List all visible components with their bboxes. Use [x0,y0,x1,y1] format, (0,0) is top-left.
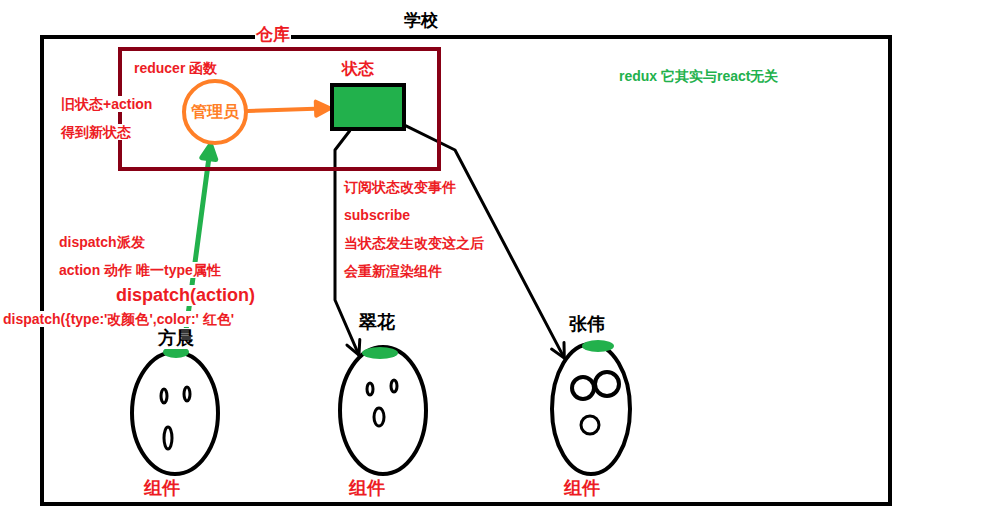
component-face: 翠花组件 [338,345,428,476]
component-label: 组件 [563,478,601,499]
hair-mark [582,340,614,352]
component-label: 组件 [143,478,181,499]
head-outline [552,344,630,474]
annotation: dispatch派发 [58,234,146,250]
mouth [164,427,172,449]
eye [367,383,373,395]
reducer-name: 管理员 [190,103,240,121]
face-drawing [338,345,428,476]
annotation: subscribe [343,207,411,223]
code-note: dispatch({type:'改颜色',color:' 红色' [2,311,235,327]
eye [572,377,594,399]
arrow-head [316,102,330,116]
eye [391,380,397,392]
eye [161,389,167,403]
annotation-heading: dispatch(action) [115,285,256,306]
arrow-head [552,343,565,359]
annotation: action 动作 唯一type属性 [58,262,222,278]
component-label: 组件 [348,478,386,499]
face-drawing [550,342,632,476]
mouth [374,408,384,426]
arrow-head [347,340,360,356]
school-title: 学校 [403,11,439,31]
head-outline [132,352,218,474]
reducer-circle: 管理员 [182,79,248,145]
component-name: 翠花 [358,312,396,333]
store-box: 仓库reducer 函数管理员状态 [118,47,441,171]
annotation: 当状态发生改变这之后 [343,235,485,251]
hair-mark [362,347,398,359]
component-face: 张伟组件 [550,342,632,476]
annotation: 得到新状态 [60,124,132,140]
component-name: 方晨 [157,328,195,349]
state-box: 状态 [330,83,406,131]
head-outline [340,347,426,474]
component-face: 方晨组件 [130,350,220,476]
eye [184,387,190,401]
state-title: 状态 [341,60,375,78]
eye [595,372,619,396]
annotation: 订阅状态改变事件 [343,179,457,195]
annotation: 会重新渲染组件 [343,263,443,279]
annotation: 旧状态+action [60,96,153,112]
mouth [581,416,599,434]
reducer-note: reducer 函数 [133,60,218,76]
store-title: 仓库 [255,25,291,45]
connector-group [248,102,330,116]
face-drawing [130,350,220,476]
component-name: 张伟 [568,314,606,335]
arrow-head [202,145,216,160]
circle-border [184,81,246,143]
side-note: redux 它其实与react无关 [618,68,779,84]
